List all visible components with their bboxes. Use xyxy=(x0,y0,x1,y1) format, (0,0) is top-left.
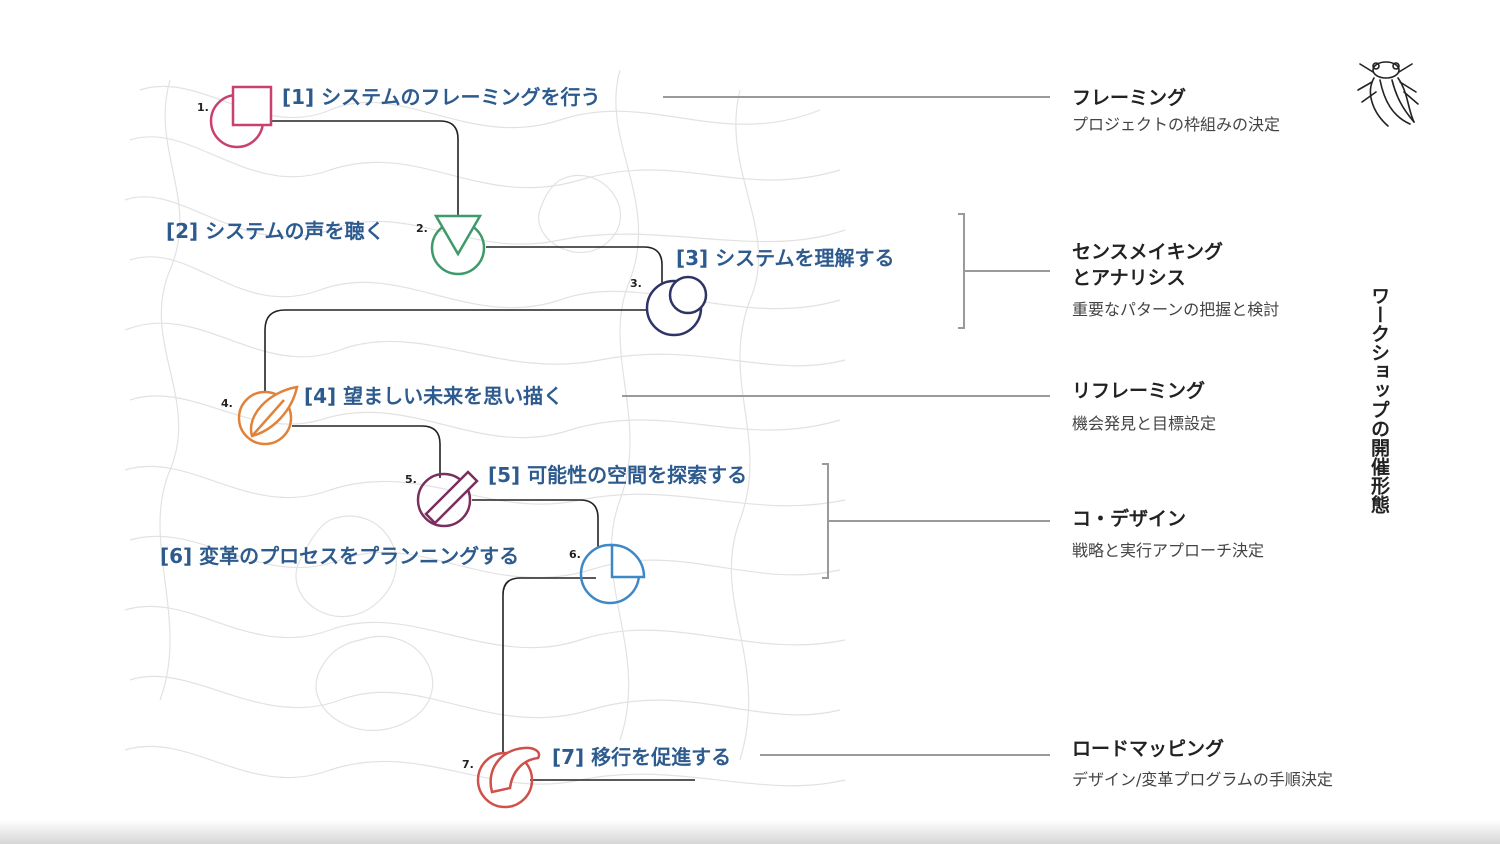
step-4-label: [4] 望ましい未来を思い描く xyxy=(304,384,563,408)
step-6-label: [6] 変革のプロセスをプランニングする xyxy=(160,544,519,568)
step-7-number: 7. xyxy=(462,758,474,771)
step-2-icon xyxy=(430,214,486,276)
step-2-number: 2. xyxy=(416,222,428,235)
step-1-number: 1. xyxy=(197,101,209,114)
phase-connectors xyxy=(622,96,1050,756)
step-connectors xyxy=(264,120,695,781)
step-3-number: 3. xyxy=(630,277,642,290)
phase-4-subtitle: 戦略と実行アプローチ決定 xyxy=(1072,541,1264,560)
step-7-icon xyxy=(476,746,541,809)
step-3-icon xyxy=(645,275,708,337)
step-3-label: [3] システムを理解する xyxy=(676,246,895,270)
bottom-shadow-bar xyxy=(0,820,1500,844)
step-5-icon xyxy=(416,470,479,528)
phase-1-title: フレーミング xyxy=(1072,86,1186,109)
topographic-background xyxy=(124,69,846,787)
phase-5-title: ロードマッピング xyxy=(1072,737,1224,760)
phase-4-title: コ・デザイン xyxy=(1072,507,1186,530)
step-6-number: 6. xyxy=(569,548,581,561)
phase-2-title-line1: センスメイキング xyxy=(1072,240,1223,263)
step-1-label: [1] システムのフレーミングを行う xyxy=(282,85,601,109)
phase-5-subtitle: デザイン/変革プログラムの手順決定 xyxy=(1072,770,1333,789)
step-1-icon xyxy=(209,85,273,149)
step-4-number: 4. xyxy=(221,397,233,410)
step-4-icon xyxy=(237,385,299,446)
step-5-number: 5. xyxy=(405,473,417,486)
step-2-label: [2] システムの声を聴く xyxy=(166,219,385,243)
phase-2-title-line2: とアナリシス xyxy=(1072,267,1186,289)
phase-2-subtitle: 重要なパターンの把握と検討 xyxy=(1072,300,1279,319)
phase-3-subtitle: 機会発見と目標設定 xyxy=(1072,414,1216,433)
step-7-label: [7] 移行を促進する xyxy=(552,745,731,769)
step-6-icon xyxy=(579,543,646,605)
phase-3-title: リフレーミング xyxy=(1072,379,1205,402)
workshop-format-title: ワークショップの開催形態 xyxy=(1368,286,1390,514)
phase-1-subtitle: プロジェクトの枠組みの決定 xyxy=(1072,115,1280,134)
step-5-label: [5] 可能性の空間を探索する xyxy=(488,463,747,487)
cicada-logo-icon xyxy=(1357,61,1419,127)
